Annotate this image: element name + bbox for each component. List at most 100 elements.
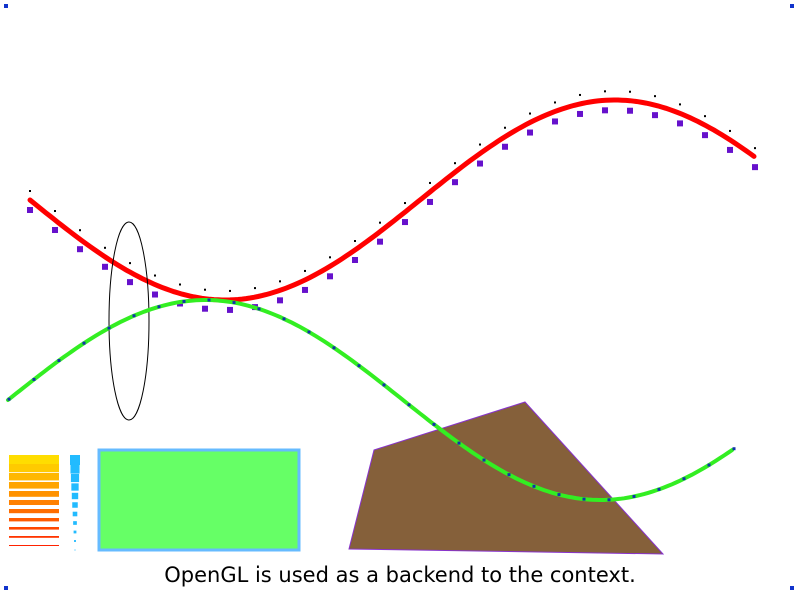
dot-marker xyxy=(304,269,306,272)
gradient-line xyxy=(9,464,59,473)
dot-marker xyxy=(107,326,111,330)
dot-marker xyxy=(582,497,586,501)
dot-marker xyxy=(79,229,81,232)
green-curve-dot-markers xyxy=(7,298,736,502)
green-sine-curve xyxy=(6,298,734,502)
small-square xyxy=(73,530,77,534)
gradient-line xyxy=(9,527,59,530)
dot-marker xyxy=(707,463,711,467)
square-marker xyxy=(152,291,158,298)
gradient-line xyxy=(9,491,59,497)
green-rectangle xyxy=(97,448,301,552)
dot-marker xyxy=(604,90,606,93)
square-marker xyxy=(452,179,458,186)
dot-marker xyxy=(179,283,181,286)
dot-marker xyxy=(132,314,136,318)
small-square xyxy=(70,455,80,465)
ellipse-outline xyxy=(108,221,150,421)
gradient-line xyxy=(9,455,59,464)
dot-marker xyxy=(104,246,106,249)
dot-marker xyxy=(632,494,636,498)
shrinking-square-stack xyxy=(70,455,80,551)
dot-marker xyxy=(482,458,486,462)
square-marker xyxy=(377,238,383,245)
dot-marker xyxy=(207,298,211,302)
dot-marker xyxy=(7,397,11,401)
dot-marker xyxy=(307,330,311,334)
square-marker xyxy=(627,107,633,114)
dot-marker xyxy=(54,210,56,213)
gradient-line xyxy=(9,509,59,514)
red-curve-dot-markers xyxy=(29,90,756,292)
square-marker xyxy=(752,164,758,171)
dot-marker xyxy=(279,280,281,283)
square-marker xyxy=(277,297,283,304)
corner-marker xyxy=(4,4,8,8)
dot-marker xyxy=(204,288,206,291)
dot-marker xyxy=(532,484,536,488)
square-marker xyxy=(552,118,558,125)
dot-marker xyxy=(182,299,186,303)
square-marker xyxy=(427,198,433,205)
square-marker xyxy=(102,263,108,270)
square-marker xyxy=(502,143,508,150)
caption-text: OpenGL is used as a backend to the conte… xyxy=(164,563,636,587)
square-marker xyxy=(127,279,133,286)
dot-marker xyxy=(379,221,381,224)
dot-marker xyxy=(607,498,611,502)
dot-marker xyxy=(354,240,356,242)
gradient-line xyxy=(9,518,59,522)
dot-marker xyxy=(154,274,156,277)
gradient-line xyxy=(9,500,59,505)
square-marker xyxy=(202,305,208,312)
dot-marker xyxy=(57,359,61,363)
small-square xyxy=(73,521,77,525)
square-marker xyxy=(402,219,408,226)
square-marker xyxy=(602,107,608,114)
dot-marker xyxy=(729,129,731,132)
small-square xyxy=(70,464,80,474)
dot-marker xyxy=(657,487,661,491)
dot-marker xyxy=(457,441,461,445)
dot-marker xyxy=(282,317,286,321)
small-square xyxy=(72,511,78,517)
red-sine-curve xyxy=(27,97,757,303)
square-marker xyxy=(352,257,358,263)
dot-marker xyxy=(257,307,261,311)
square-marker xyxy=(227,306,233,313)
dot-marker xyxy=(404,202,406,205)
dot-marker xyxy=(329,256,331,259)
dot-marker xyxy=(504,126,506,129)
dot-marker xyxy=(157,305,161,309)
dot-marker xyxy=(732,447,736,451)
corner-marker xyxy=(790,586,794,590)
small-square xyxy=(70,473,80,483)
square-marker xyxy=(577,110,583,117)
square-marker xyxy=(727,146,733,153)
gradient-line xyxy=(9,473,59,481)
dot-marker xyxy=(554,101,556,104)
gradient-line xyxy=(9,545,59,546)
dot-marker xyxy=(507,473,511,477)
dot-marker xyxy=(332,346,336,350)
dot-marker xyxy=(129,262,131,265)
square-marker xyxy=(52,227,58,234)
square-marker xyxy=(302,286,308,293)
dot-marker xyxy=(232,301,236,305)
dot-marker xyxy=(32,377,36,381)
square-marker xyxy=(477,160,483,167)
dot-marker xyxy=(479,143,481,146)
corner-marker xyxy=(4,586,8,590)
square-marker xyxy=(677,120,683,127)
small-square xyxy=(74,549,76,551)
small-square xyxy=(74,540,76,542)
red-curve-square-markers xyxy=(27,107,758,313)
square-marker xyxy=(652,112,658,119)
dot-marker xyxy=(654,95,656,98)
dot-marker xyxy=(82,341,86,345)
brown-polygon xyxy=(348,401,665,555)
dot-marker xyxy=(579,93,581,96)
dot-marker xyxy=(229,289,231,292)
dot-marker xyxy=(754,147,756,150)
